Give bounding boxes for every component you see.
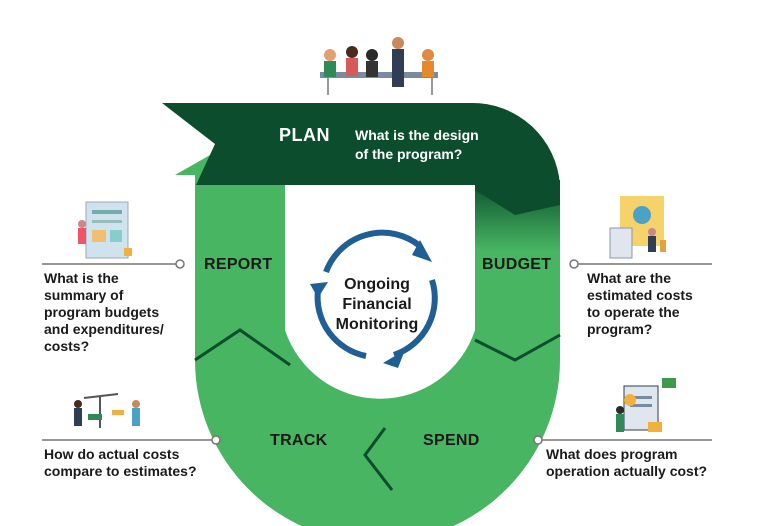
track-label: TRACK bbox=[270, 432, 328, 449]
budget-question-line: estimated costs bbox=[587, 287, 693, 303]
report-question-line: costs? bbox=[44, 338, 90, 354]
report-label: REPORT bbox=[204, 256, 273, 273]
divider-report-track bbox=[194, 328, 291, 367]
plan-banner bbox=[162, 102, 560, 215]
spend-question-line: operation actually cost? bbox=[546, 463, 708, 479]
scale-balance-illustration bbox=[74, 393, 140, 428]
budget-calculator-illustration bbox=[609, 196, 666, 259]
track-question: How do actual costs compare to estimates… bbox=[44, 446, 197, 480]
spend-question: What does program operation actually cos… bbox=[546, 446, 707, 480]
spend-label: SPEND bbox=[423, 432, 480, 449]
track-question-line: How do actual costs bbox=[44, 446, 180, 462]
report-question: What is the summary of program budgets a… bbox=[44, 270, 164, 355]
team-meeting-illustration bbox=[320, 37, 438, 95]
spend-question-line: What does program bbox=[546, 446, 678, 462]
budget-question-line: program? bbox=[587, 321, 653, 337]
report-question-line: program budgets bbox=[44, 304, 160, 320]
divider-spend-budget bbox=[474, 333, 561, 362]
budget-question-line: to operate the bbox=[587, 304, 680, 320]
plan-label: PLAN bbox=[279, 125, 330, 145]
center-line-3: Monitoring bbox=[335, 316, 419, 333]
spend-illustration bbox=[616, 378, 676, 432]
plan-question-line-1: What is the design bbox=[355, 127, 479, 143]
budget-question-line: What are the bbox=[587, 270, 672, 286]
center-line-2: Financial bbox=[342, 296, 412, 313]
plan-question-line-2: of the program? bbox=[355, 146, 463, 162]
divider-track-spend bbox=[363, 427, 394, 491]
cycle-ring bbox=[195, 180, 560, 526]
report-question-line: summary of bbox=[44, 287, 124, 303]
arrow-head-3 bbox=[310, 282, 328, 298]
track-question-line: compare to estimates? bbox=[44, 463, 197, 479]
center-arrows bbox=[314, 229, 438, 359]
budget-label: BUDGET bbox=[482, 256, 552, 273]
report-question-line: and expenditures/ bbox=[44, 321, 164, 337]
connectors bbox=[42, 259, 712, 445]
arrow-head-1 bbox=[412, 240, 432, 262]
arrow-head-2 bbox=[383, 350, 405, 368]
report-documents-illustration bbox=[78, 201, 132, 259]
center-title: Ongoing Financial Monitoring bbox=[322, 275, 432, 335]
center-line-1: Ongoing bbox=[344, 276, 410, 293]
report-question-line: What is the bbox=[44, 270, 119, 286]
budget-question: What are the estimated costs to operate … bbox=[587, 270, 693, 338]
